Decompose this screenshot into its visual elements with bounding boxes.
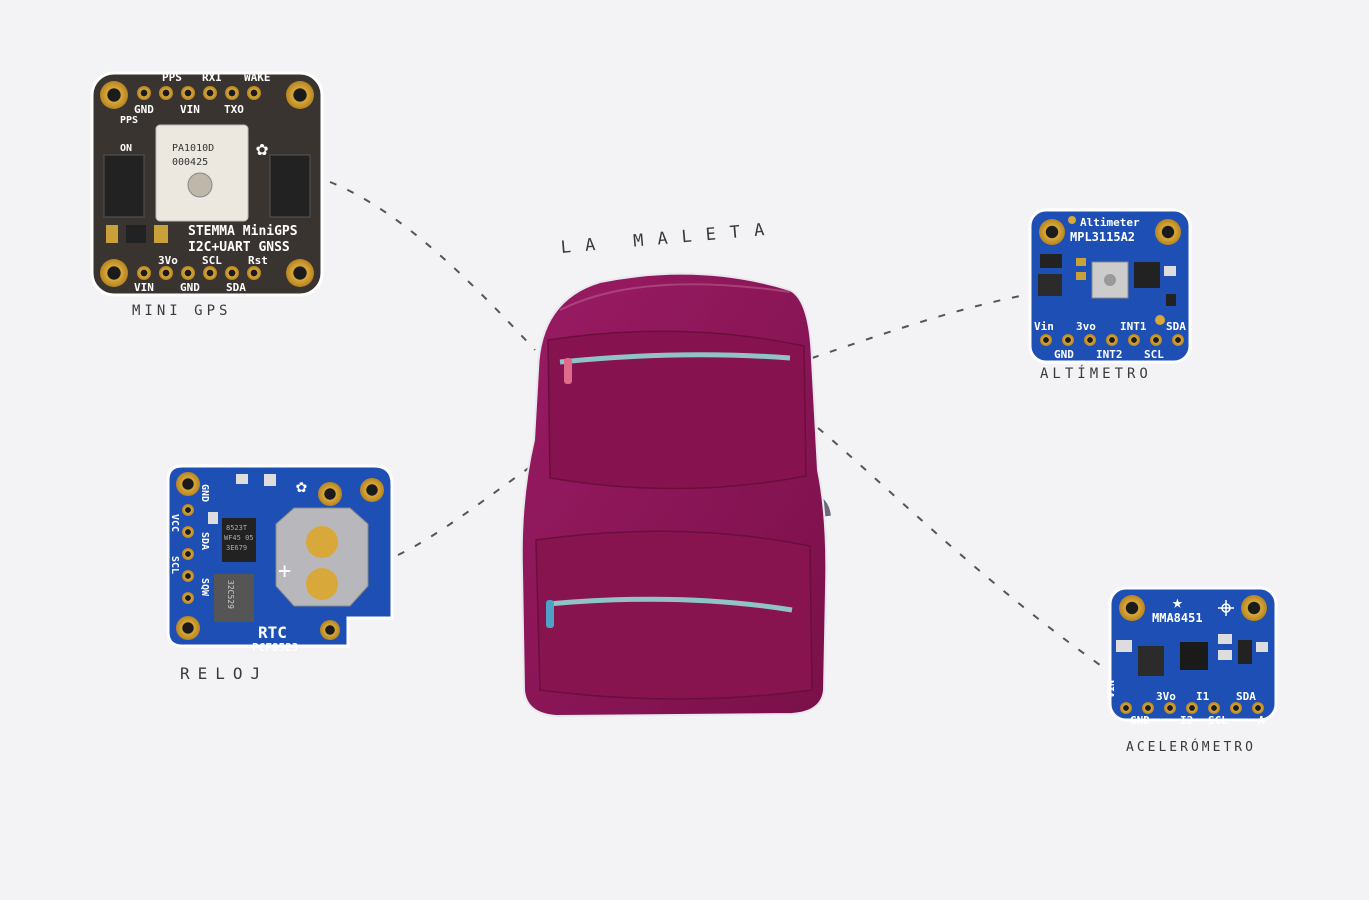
backpack bbox=[520, 272, 831, 718]
line-rtc bbox=[397, 459, 541, 556]
rtc-name-1: RTC bbox=[258, 623, 287, 642]
gps-pin-rst: Rst bbox=[248, 254, 268, 267]
accel-board: ★ MMA8451 VIN 3Vo I1 SDA GND I2 bbox=[1106, 586, 1278, 727]
rtc-pin-scl: SCL bbox=[169, 556, 180, 574]
gps-pin-3vo: 3Vo bbox=[158, 254, 178, 267]
rtc-pin-sqw: SQW bbox=[199, 578, 210, 597]
gps-mark-pps: PPS bbox=[120, 115, 138, 126]
gps-label: MINI GPS bbox=[132, 303, 232, 319]
gps-chip-serial: 000425 bbox=[172, 157, 208, 168]
accel-pin-sda: SDA bbox=[1236, 690, 1256, 703]
rtc-board: GND VCC SDA SCL SQW 8523T WF45 05 3E679 … bbox=[166, 464, 394, 654]
plus-icon: + bbox=[278, 559, 291, 584]
gps-name-2: I2C+UART GNSS bbox=[188, 240, 290, 255]
gps-chip-model: PA1010D bbox=[172, 143, 214, 154]
altimeter-pin-vin: Vin bbox=[1034, 320, 1054, 333]
gps-mark-on: ON bbox=[120, 143, 132, 154]
star-icon: ✿ bbox=[256, 136, 268, 160]
gps-pin-pps: PPS bbox=[162, 71, 182, 84]
rtc-pin-gnd: GND bbox=[199, 484, 210, 502]
gps-board: PPS RXI WAKE GND VIN TXO PPS ON PA1010D … bbox=[90, 71, 324, 297]
zipper-pull-icon bbox=[564, 358, 572, 384]
accel-pin-a: A bbox=[1258, 714, 1265, 727]
gps-pin-sda-b: SDA bbox=[226, 281, 246, 294]
gps-pin-vin: VIN bbox=[180, 103, 200, 116]
rtc-chip-line3: 3E679 bbox=[226, 544, 247, 552]
altimeter-title-2: MPL3115A2 bbox=[1070, 230, 1135, 244]
gps-pin-gnd: GND bbox=[134, 103, 154, 116]
altimeter-board: Altimeter MPL3115A2 Vin 3vo INT1 SDA GND… bbox=[1028, 208, 1192, 364]
accel-label: ACELERÓMETRO bbox=[1126, 740, 1256, 755]
accel-title: MMA8451 bbox=[1152, 611, 1203, 625]
accel-pin-i2: I2 bbox=[1180, 714, 1193, 727]
gps-pin-gnd-b: GND bbox=[180, 281, 200, 294]
altimeter-title-1: Altimeter bbox=[1080, 216, 1140, 229]
accel-pin-3vo: 3Vo bbox=[1156, 690, 1176, 703]
accel-pin-i1: I1 bbox=[1196, 690, 1210, 703]
axes-icon bbox=[1218, 600, 1234, 616]
zipper-pull-icon bbox=[546, 600, 554, 628]
gps-pin-scl: SCL bbox=[202, 254, 222, 267]
gps-pin-txo: TXO bbox=[224, 103, 244, 116]
star-icon: ★ bbox=[1172, 592, 1183, 613]
altimeter-label: ALTÍMETRO bbox=[1040, 366, 1152, 382]
rtc-crystal-label: 32C529 bbox=[226, 580, 235, 609]
altimeter-pin-scl: SCL bbox=[1144, 348, 1164, 361]
rtc-pin-sda: SDA bbox=[199, 532, 210, 550]
gps-pin-wake: WAKE bbox=[244, 71, 271, 84]
accel-pin-scl: SCL bbox=[1208, 714, 1228, 727]
accel-pin-vin: VIN bbox=[1106, 680, 1117, 698]
altimeter-pin-int1: INT1 bbox=[1120, 320, 1147, 333]
upper-zipper bbox=[559, 352, 791, 365]
gps-pin-vin-b: VIN bbox=[134, 281, 154, 294]
connector-lines bbox=[329, 181, 1101, 666]
rtc-name-2: PCF8523 bbox=[252, 641, 298, 654]
rtc-chip-line1: 8523T bbox=[226, 524, 248, 532]
star-icon: ✿ bbox=[296, 476, 307, 497]
line-altimeter bbox=[811, 294, 1026, 359]
line-accel bbox=[817, 427, 1101, 666]
altimeter-pin-gnd: GND bbox=[1054, 348, 1074, 361]
altimeter-pin-3vo: 3vo bbox=[1076, 320, 1096, 333]
gps-name-1: STEMMA MiniGPS bbox=[188, 224, 298, 239]
gps-pin-rxi: RXI bbox=[202, 71, 222, 84]
rtc-pin-vcc: VCC bbox=[169, 514, 180, 532]
lower-zipper bbox=[547, 596, 793, 613]
accel-pin-gnd: GND bbox=[1130, 714, 1150, 727]
altimeter-pin-sda: SDA bbox=[1166, 320, 1186, 333]
rtc-label: RELOJ bbox=[180, 664, 269, 683]
altimeter-pin-int2: INT2 bbox=[1096, 348, 1123, 361]
rtc-chip-line2: WF45 05 bbox=[224, 534, 254, 542]
line-gps bbox=[329, 181, 536, 351]
